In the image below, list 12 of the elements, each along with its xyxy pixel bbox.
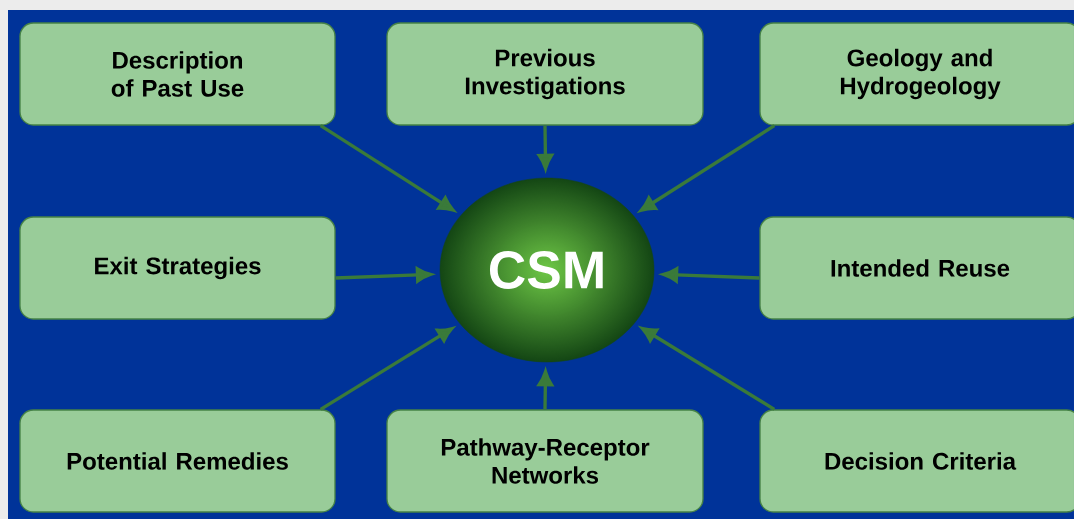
- text-box: Geology and Hydrogeology: [759, 22, 1074, 126]
- arrow: [640, 326, 776, 411]
- arrow: [319, 327, 454, 411]
- text-box: Intended Reuse: [759, 216, 1074, 320]
- text-box: Pathway-Receptor Networks: [386, 409, 704, 513]
- arrow: [639, 124, 776, 212]
- text-box: Decision Criteria: [759, 409, 1074, 513]
- text-box: Exit Strategies: [19, 216, 336, 320]
- text-box: Previous Investigations: [386, 22, 704, 126]
- text-box: Description of Past Use: [19, 22, 336, 126]
- text-box: Potential Remedies: [19, 409, 336, 513]
- arrow: [319, 124, 455, 212]
